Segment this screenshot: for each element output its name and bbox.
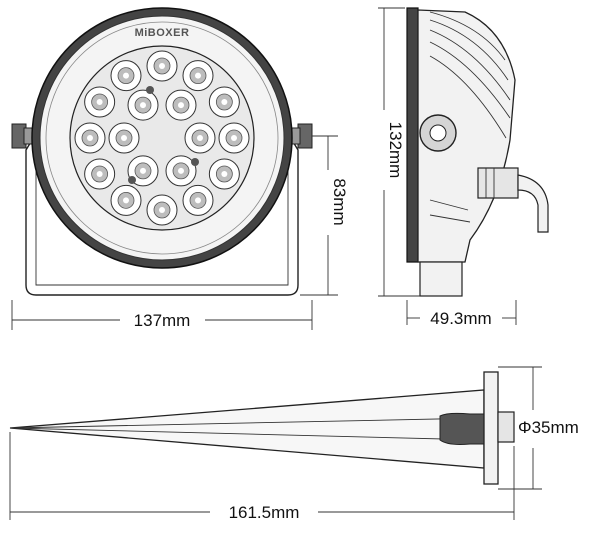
spike-cable-inlet <box>439 412 485 445</box>
led-lens-highlight <box>140 102 146 109</box>
led-lens-highlight <box>221 171 228 177</box>
bezel-inner-line <box>45 21 279 255</box>
led-lens-highlight <box>159 63 165 69</box>
side-height-label: 132mm <box>386 122 405 179</box>
bracket-inner-edge <box>35 150 289 286</box>
length-dimension: 161.5mm <box>9 432 515 522</box>
cable-gland <box>477 167 549 233</box>
led-lens-highlight <box>197 135 203 141</box>
brand-logo-text: MiBOXER <box>135 27 190 39</box>
led-lens-highlight <box>96 99 103 105</box>
side-height-dimension: 132mm <box>378 7 420 297</box>
screw <box>191 158 199 166</box>
led-lens-highlight <box>123 72 129 79</box>
spike-flange <box>483 371 499 485</box>
fin <box>429 199 469 211</box>
side-view <box>406 7 549 297</box>
width-dimension: 137mm <box>11 300 313 330</box>
bracket-height-dimension: 83mm <box>300 135 349 296</box>
fin <box>429 11 506 61</box>
screw <box>146 86 154 94</box>
mounting-bracket <box>25 139 299 296</box>
diameter-label: Φ35mm <box>518 418 579 437</box>
led-lens-highlight <box>123 197 129 204</box>
led-lens-highlight <box>159 207 165 213</box>
fin <box>429 29 511 101</box>
led-lens-highlight <box>140 167 146 174</box>
fin <box>429 55 507 139</box>
front-view: MiBOXER <box>11 7 313 296</box>
led-lens-highlight <box>195 72 201 79</box>
screw <box>128 176 136 184</box>
spike-edge-line <box>9 427 485 441</box>
led-lens-highlight <box>178 102 184 109</box>
left-knob <box>11 123 33 149</box>
led-lens-highlight <box>221 99 228 105</box>
side-depth-dimension: 49.3mm <box>406 300 517 328</box>
bracket-height-label: 83mm <box>330 178 349 225</box>
led-lens-highlight <box>87 135 93 141</box>
fin <box>429 19 509 81</box>
length-label: 161.5mm <box>229 503 300 522</box>
spike-tube <box>497 411 515 443</box>
width-label: 137mm <box>134 311 191 330</box>
led-lens-highlight <box>178 167 184 174</box>
side-stand <box>419 261 463 297</box>
spike-view <box>9 371 515 485</box>
ground-spike <box>9 389 485 469</box>
led-lens-highlight <box>195 197 201 204</box>
fin <box>429 214 471 223</box>
spike-edge-line <box>9 417 485 429</box>
side-housing <box>406 7 419 263</box>
led-lens-highlight <box>121 135 127 141</box>
fin <box>429 41 511 119</box>
side-heat-sink <box>417 9 516 263</box>
led-lens-highlight <box>231 135 237 141</box>
depth-label: 49.3mm <box>430 309 491 328</box>
led-lens-highlight <box>96 171 103 177</box>
diameter-dimension: Φ35mm <box>498 366 579 490</box>
pivot-knob-center <box>429 124 447 142</box>
led-array <box>74 50 250 226</box>
lens-plate <box>69 45 255 231</box>
right-knob <box>291 123 313 149</box>
